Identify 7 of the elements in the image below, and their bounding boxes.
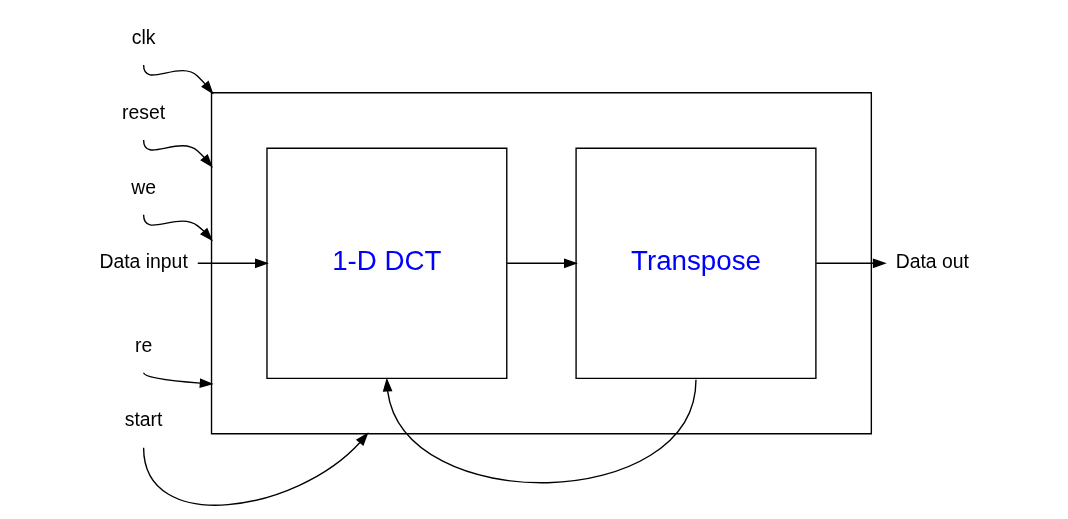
node-text: we [130, 175, 156, 198]
node-text: reset [121, 100, 165, 123]
node-text: start [124, 408, 162, 431]
node-text: Data input [98, 250, 188, 273]
node-text: Data out [895, 250, 969, 273]
node-text: re [134, 333, 152, 356]
node-text: clk [131, 25, 155, 48]
